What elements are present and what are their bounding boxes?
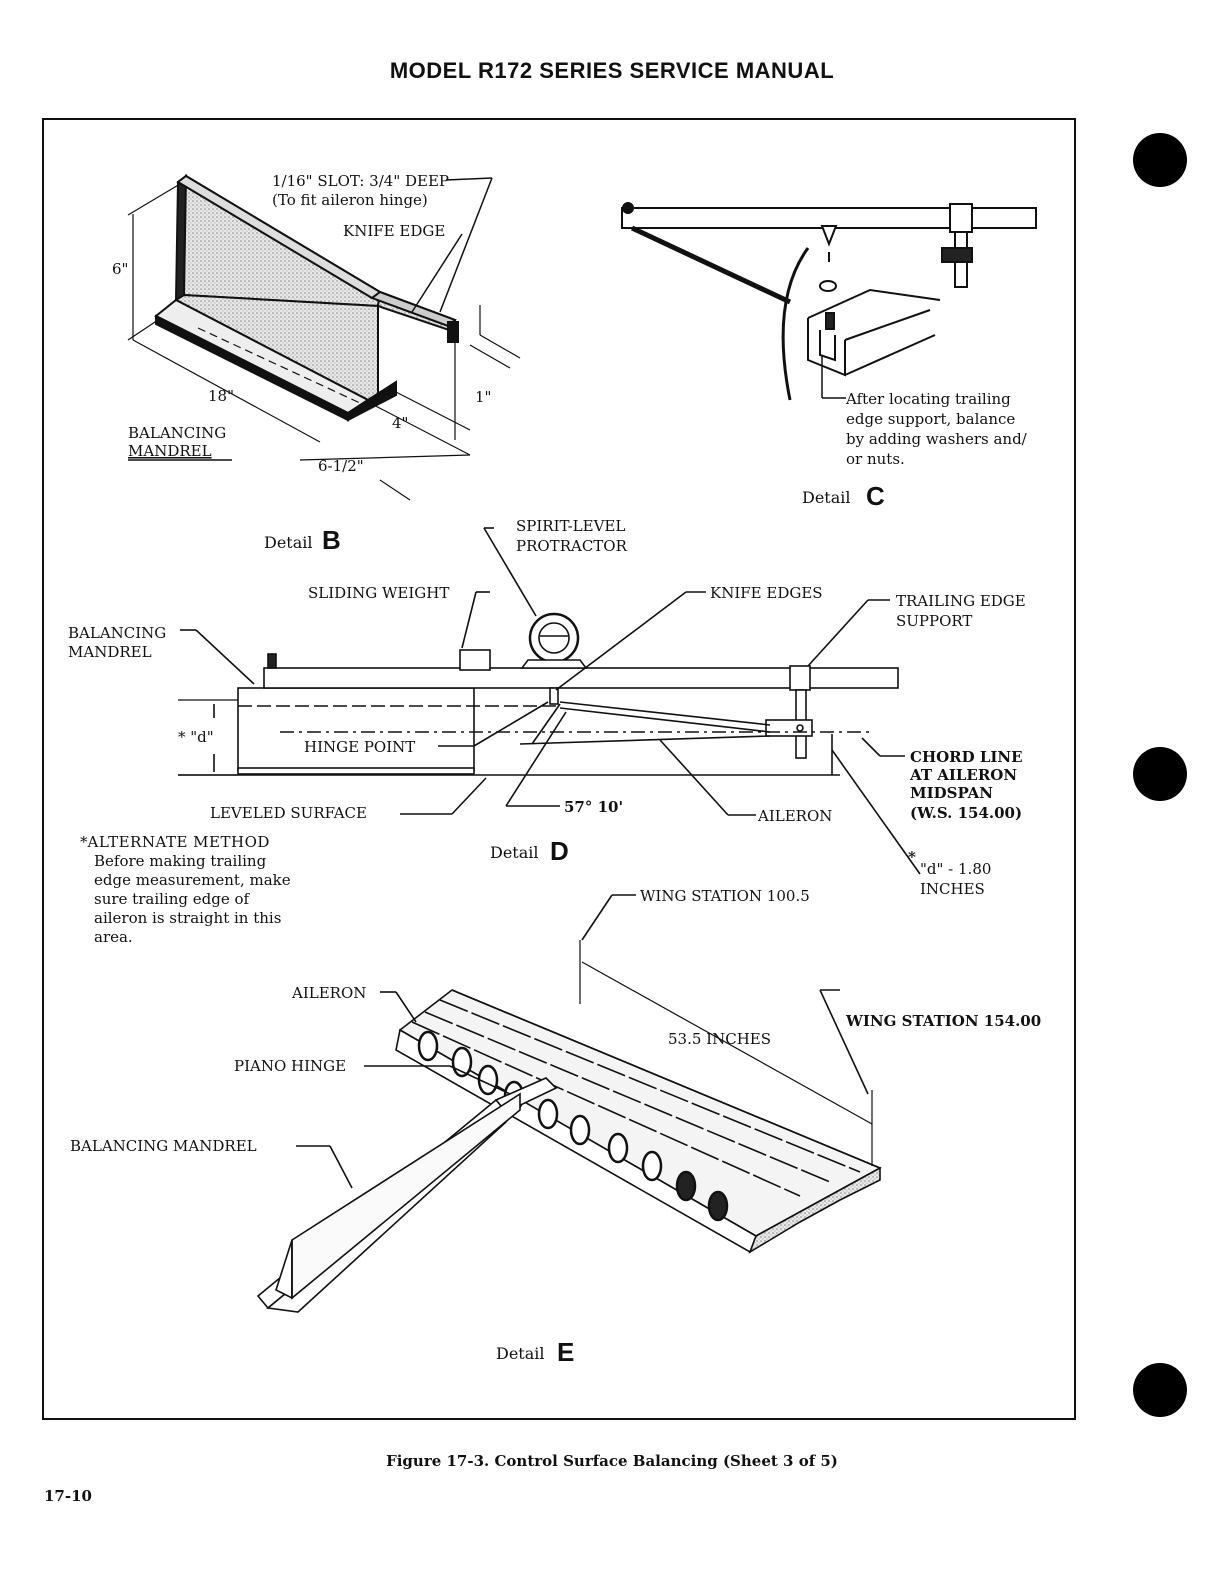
detail-d-hinge-point: HINGE POINT <box>304 738 415 756</box>
detail-d-d-label: * "d" <box>178 728 214 746</box>
detail-d-trailing-1: TRAILING EDGE <box>896 592 1026 610</box>
detail-b-slot-label: 1/16" SLOT: 3/4" DEEP <box>272 172 449 190</box>
detail-d-d-value-2: INCHES <box>920 880 985 898</box>
alternate-method-note: *ALTERNATE METHOD Before making trailing… <box>80 833 350 947</box>
detail-d-leveled-surface: LEVELED SURFACE <box>210 804 367 822</box>
detail-d-d-value-1: "d" - 1.80 <box>920 860 991 878</box>
detail-e-ws-100: WING STATION 100.5 <box>640 887 810 905</box>
detail-b-dim-18: 18" <box>208 387 234 405</box>
alternate-line-5: area. <box>94 928 133 946</box>
alternate-line-3: sure trailing edge of <box>94 890 250 908</box>
alternate-line-4: aileron is straight in this <box>94 909 282 927</box>
detail-c-note-1: After locating trailing <box>845 390 1011 408</box>
binder-hole-bottom <box>1133 1363 1187 1417</box>
detail-c-support-drawing <box>621 202 1037 401</box>
detail-e-word: Detail <box>496 1344 545 1363</box>
detail-d-chord-1: CHORD LINE <box>910 748 1023 766</box>
detail-d-sliding-weight: SLIDING WEIGHT <box>308 584 449 602</box>
alternate-line-1: Before making trailing <box>94 852 267 870</box>
figure-caption: Figure 17-3. Control Surface Balancing (… <box>386 1452 838 1470</box>
page-number: 17-10 <box>44 1487 92 1505</box>
detail-e-mandrel: BALANCING MANDREL <box>70 1137 257 1155</box>
detail-d-letter: D <box>550 836 569 866</box>
alternate-star: * <box>80 833 88 851</box>
detail-b-mandrel-2: MANDREL <box>128 442 212 460</box>
detail-d-spirit-2: PROTRACTOR <box>516 537 628 555</box>
detail-d-mandrel-2: MANDREL <box>68 643 152 661</box>
detail-d-knife-edges: KNIFE EDGES <box>710 584 823 602</box>
detail-b-dim-4: 4" <box>392 414 408 432</box>
detail-b-mandrel-drawing <box>127 173 521 501</box>
detail-d-chord-4: (W.S. 154.00) <box>910 804 1022 822</box>
detail-e-span: 53.5 INCHES <box>668 1030 771 1048</box>
detail-b-knife-edge: KNIFE EDGE <box>343 222 445 240</box>
detail-d-word: Detail <box>490 843 539 862</box>
detail-b-letter: B <box>322 525 341 555</box>
detail-d-chord-2: AT AILERON <box>909 766 1017 784</box>
detail-c-note-4: or nuts. <box>846 450 905 468</box>
detail-d-star: * <box>908 848 916 866</box>
detail-b-dim-1: 1" <box>475 388 491 406</box>
detail-b-word: Detail <box>264 533 313 552</box>
detail-b-mandrel-1: BALANCING <box>128 424 226 442</box>
detail-b-slot-sub: (To fit aileron hinge) <box>272 191 428 209</box>
binder-hole-top <box>1133 133 1187 187</box>
alternate-line-2: edge measurement, make <box>94 871 291 889</box>
detail-e-letter: E <box>557 1337 574 1367</box>
detail-c-letter: C <box>866 481 885 511</box>
detail-c-note-3: by adding washers and/ <box>846 430 1028 448</box>
detail-b-dim-6-5: 6-1/2" <box>318 457 364 475</box>
page-title: MODEL R172 SERIES SERVICE MANUAL <box>389 58 835 83</box>
detail-d-setup-drawing <box>178 527 921 875</box>
detail-c-note-2: edge support, balance <box>846 410 1015 428</box>
detail-e-piano-hinge: PIANO HINGE <box>234 1057 346 1075</box>
detail-d-spirit-1: SPIRIT-LEVEL <box>516 517 625 535</box>
binder-hole-middle <box>1133 747 1187 801</box>
detail-b-dim-6: 6" <box>112 260 128 278</box>
detail-d-mandrel-1: BALANCING <box>68 624 166 642</box>
detail-e-ws-154: WING STATION 154.00 <box>845 1012 1041 1030</box>
detail-e-aileron-drawing <box>256 894 882 1313</box>
detail-d-angle: 57° 10' <box>564 798 623 816</box>
detail-c-word: Detail <box>802 488 851 507</box>
figure-frame <box>42 118 1076 1420</box>
detail-d-chord-3: MIDSPAN <box>910 784 993 802</box>
alternate-heading: ALTERNATE METHOD <box>87 833 270 851</box>
detail-e-aileron: AILERON <box>291 984 366 1002</box>
detail-d-trailing-2: SUPPORT <box>896 612 972 630</box>
detail-d-aileron: AILERON <box>757 807 832 825</box>
